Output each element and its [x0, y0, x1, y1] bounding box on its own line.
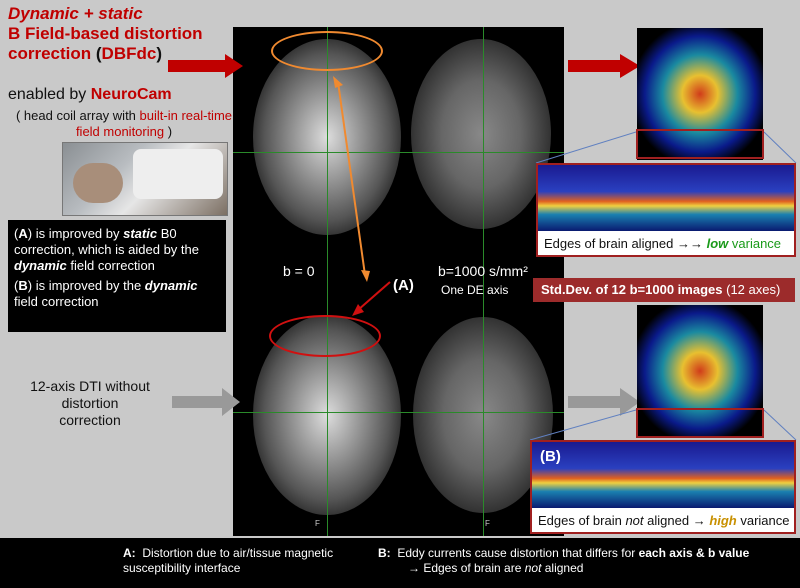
headcoil-part3: ): [164, 124, 173, 139]
neurocam-name: NeuroCam: [90, 86, 172, 103]
zoom-top-panel: Edges of brain aligned →→ low variance: [536, 163, 796, 257]
title-paren-close: ): [156, 44, 162, 63]
crosshair-v1: [327, 27, 328, 536]
zoom-bottom-cap3: variance: [736, 513, 790, 528]
explanation-box: (A) is improved by static B0 correction,…: [8, 220, 226, 332]
a-text2: B0 correction, which is aided by the: [14, 226, 199, 257]
zoom-top-cap2: variance: [728, 236, 782, 251]
label-f1: F: [315, 519, 320, 528]
photo-hand: [73, 163, 123, 203]
enabled-prefix: enabled by: [8, 86, 91, 103]
gray-arrow-left: [172, 388, 240, 416]
zoom-bottom-arrow: →: [692, 513, 706, 528]
bottom-b-not: not: [524, 561, 542, 575]
explanation-a: (A) is improved by static B0 correction,…: [14, 226, 199, 273]
label-a-marker: (A): [393, 277, 414, 294]
stddev-suffix: (12 axes): [726, 282, 781, 297]
red-arrow-right: [568, 54, 640, 78]
bottom-a: A: Distortion due to air/tissue magnetic…: [123, 546, 373, 576]
brain-top-b1000: [411, 39, 551, 229]
zoom-top-caption: Edges of brain aligned →→ low variance: [544, 236, 781, 251]
dti-label: 12-axis DTI without distortion correctio…: [30, 378, 150, 428]
crosshair-v2: [483, 27, 484, 536]
headcoil-part1: ( head coil array with: [15, 108, 140, 123]
zoom-top-image: [538, 165, 794, 231]
zoom-top-arrow: →→: [676, 236, 703, 251]
bottom-b: B: Eddy currents cause distortion that d…: [378, 546, 798, 576]
bottom-b-label: B:: [378, 546, 391, 560]
stddev-main: Std.Dev. of 12 b=1000 images: [541, 282, 723, 297]
bottom-b-text1: Eddy currents cause distortion that diff…: [397, 546, 639, 560]
ellipse-bottom-red: [269, 315, 381, 357]
b-text1: is improved by the: [32, 278, 145, 293]
stddev-bar: Std.Dev. of 12 b=1000 images (12 axes): [533, 278, 795, 302]
a-text1: is improved by: [32, 226, 124, 241]
zoom-top-low: low: [706, 236, 729, 251]
label-b: B: [18, 278, 28, 293]
title-line3a: correction: [8, 44, 92, 63]
label-b1000: b=1000 s/mm²: [438, 263, 528, 279]
label-a: A: [18, 226, 28, 241]
zoom-bottom-high: high: [709, 513, 737, 528]
zoom-bottom-cap2: aligned: [643, 513, 693, 528]
headcoil-part2: built-in real-time field monitoring: [75, 108, 233, 139]
photo-coil: [133, 149, 223, 199]
zoom-bottom-not: not: [625, 513, 644, 528]
scanner-photo: [62, 142, 228, 216]
title-line2: B Field-based distortion: [8, 24, 203, 43]
head-coil-note: ( head coil array with built-in real-tim…: [4, 108, 244, 140]
a-text3: field correction: [66, 258, 155, 273]
bottom-b-text3: aligned: [541, 561, 584, 575]
title-dbfdc: DBFdc: [101, 44, 157, 63]
title-line1: Dynamic + static: [8, 4, 143, 23]
zoom-bottom-cap1: Edges of brain: [538, 513, 626, 528]
enabled-by: enabled by NeuroCam: [8, 86, 172, 104]
b-dynamic: dynamic: [144, 278, 198, 293]
title-block: Dynamic + static B Field-based distortio…: [8, 4, 238, 64]
variance-map-bottom-box: [636, 408, 764, 438]
bottom-a-label: A:: [123, 546, 136, 560]
zoom-bottom-image: [532, 442, 794, 508]
b-text2: field correction: [14, 294, 99, 309]
variance-map-top: [637, 28, 763, 160]
zoom-bottom-panel: (B) Edges of brain not aligned → high va…: [530, 440, 796, 534]
crosshair-h2: [233, 412, 564, 413]
title-paren-open: (: [95, 44, 102, 63]
bottom-a-text: Distortion due to air/tissue magnetic su…: [123, 546, 334, 575]
crosshair-h1: [233, 152, 564, 153]
zoom-top-cap1: Edges of brain aligned: [544, 236, 677, 251]
a-dynamic: dynamic: [14, 258, 67, 273]
gray-arrow-right: [568, 388, 640, 416]
variance-map-top-box: [636, 129, 764, 159]
zoom-bottom-caption: Edges of brain not aligned → high varian…: [538, 513, 790, 528]
label-one-de: One DE axis: [441, 283, 509, 297]
zoom-line-bot-right: [763, 409, 797, 441]
bottom-bar: A: Distortion due to air/tissue magnetic…: [0, 538, 800, 588]
label-b0: b = 0: [283, 263, 315, 279]
ellipse-top-orange: [271, 31, 383, 71]
bottom-b-text2: → Edges of brain are: [408, 561, 525, 575]
mri-panel: b = 0 b=1000 s/mm² One DE axis (A) F F: [233, 27, 564, 536]
a-static: static: [123, 226, 158, 241]
zoom-line-top-right: [763, 131, 797, 164]
bottom-b-bold: each axis & b value: [638, 546, 750, 560]
label-f2: F: [485, 519, 490, 528]
explanation-b: (B) is improved by the dynamic field cor…: [14, 278, 198, 309]
zoom-bottom-marker: (B): [540, 448, 561, 465]
variance-map-bottom: [637, 305, 763, 437]
